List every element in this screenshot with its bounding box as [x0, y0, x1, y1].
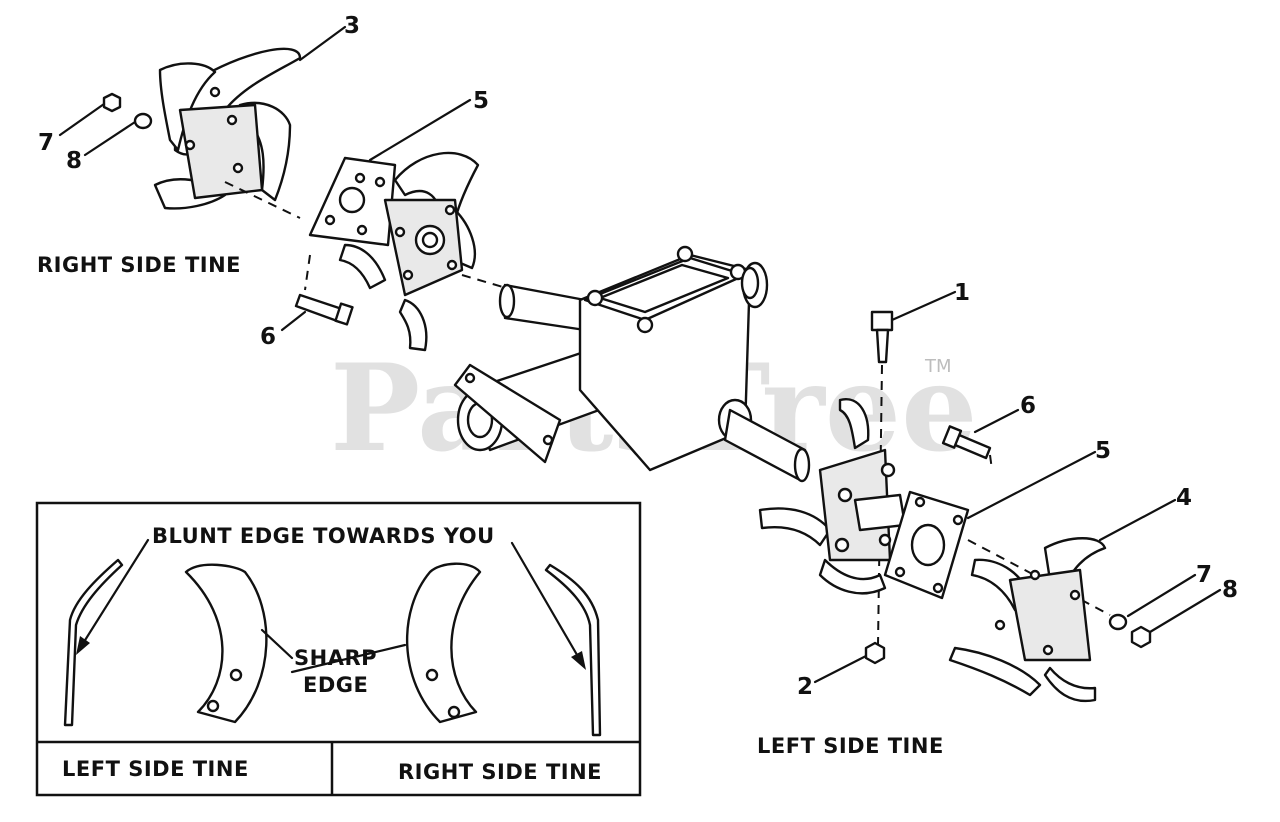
tine-orientation-inset: BLUNT EDGE TOWARDS YOU SHARP EDGE LEFT S…	[35, 501, 642, 797]
arrow-blunt-left	[80, 538, 150, 647]
sharp-label: SHARP	[294, 646, 377, 670]
watermark-trademark: TM	[924, 356, 952, 377]
callout-5-top: 5	[473, 88, 489, 114]
callout-4: 4	[1176, 485, 1192, 511]
callout-2: 2	[797, 674, 813, 700]
callout-6-left: 6	[260, 324, 276, 350]
tine-blade	[398, 298, 428, 352]
tine-blade	[758, 507, 832, 547]
caption-left-side-tine: LEFT SIDE TINE	[757, 734, 944, 758]
axle-shaft-left	[503, 283, 587, 332]
caption-right-side-tine: RIGHT SIDE TINE	[37, 253, 241, 277]
tine-blade	[948, 646, 1042, 697]
gearbox-cover-plate	[598, 263, 730, 314]
callout-5-right: 5	[1095, 438, 1111, 464]
nut	[864, 641, 886, 665]
tine-hub-sleeve	[853, 493, 907, 532]
arrow-sharp-right	[290, 643, 407, 674]
arrow-blunt-right	[510, 541, 582, 662]
mounting-bracket	[453, 363, 562, 464]
callout-1: 1	[954, 280, 970, 306]
nut	[102, 92, 122, 113]
tine-blade	[1043, 666, 1097, 703]
washer	[1108, 613, 1128, 631]
bolt	[870, 310, 894, 332]
callout-8-right: 8	[1222, 577, 1238, 603]
tine-edge-view-right	[544, 563, 602, 737]
inset-frame	[35, 501, 642, 797]
tine-blade	[338, 243, 387, 290]
callout-3: 3	[344, 13, 360, 39]
right-side-tine-assembly	[102, 47, 480, 352]
tine-blade	[838, 398, 870, 450]
washer	[133, 112, 153, 130]
inset-right-side-tine: RIGHT SIDE TINE	[398, 760, 602, 784]
gearbox-shaft-assembly	[453, 245, 811, 483]
left-side-tine-assembly	[758, 310, 1152, 703]
tine-blade	[818, 558, 887, 595]
callout-7-left: 7	[38, 130, 54, 156]
callout-7-right: 7	[1196, 562, 1212, 588]
tine-edge-view-left	[63, 558, 124, 727]
tine-face-view-right	[406, 562, 482, 724]
inset-left-side-tine: LEFT SIDE TINE	[62, 757, 249, 781]
callout-leaders	[58, 25, 1222, 684]
nut	[1130, 625, 1152, 649]
tine-blade	[393, 151, 480, 222]
callout-6-right: 6	[1020, 393, 1036, 419]
tine-flange-plate	[178, 103, 264, 200]
arrow-sharp-left	[260, 628, 294, 660]
callout-8-left: 8	[66, 148, 82, 174]
blunt-edge-label: BLUNT EDGE TOWARDS YOU	[152, 524, 495, 548]
tine-flange-plate	[1008, 568, 1092, 662]
edge-label: EDGE	[303, 673, 368, 697]
tine-face-view-left	[184, 563, 268, 724]
